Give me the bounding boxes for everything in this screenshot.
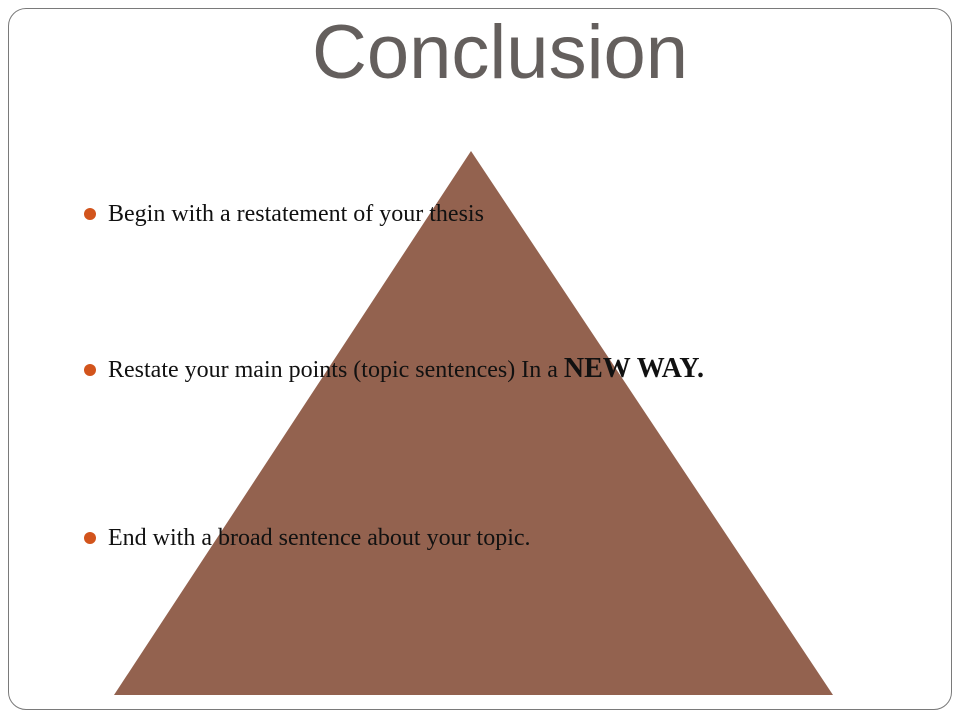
pyramid-triangle	[114, 151, 833, 695]
bullet-text: End with a broad sentence about your top…	[108, 525, 531, 551]
slide-title: Conclusion	[312, 10, 688, 95]
bullet-emphasis: NEW WAY.	[563, 353, 704, 384]
pyramid-graphic	[114, 151, 833, 695]
bullet-icon	[84, 532, 96, 544]
slide-frame: Conclusion Begin with a restatement of y…	[8, 8, 952, 710]
bullet-text: Restate your main points (topic sentence…	[108, 357, 564, 383]
bullet-item: Begin with a restatement of your thesis	[84, 201, 484, 228]
bullet-icon	[84, 208, 96, 220]
bullet-icon	[84, 364, 96, 376]
bullet-item: Restate your main points (topic sentence…	[84, 353, 704, 385]
bullet-item: End with a broad sentence about your top…	[84, 525, 531, 552]
bullet-text: Begin with a restatement of your thesis	[108, 201, 484, 227]
